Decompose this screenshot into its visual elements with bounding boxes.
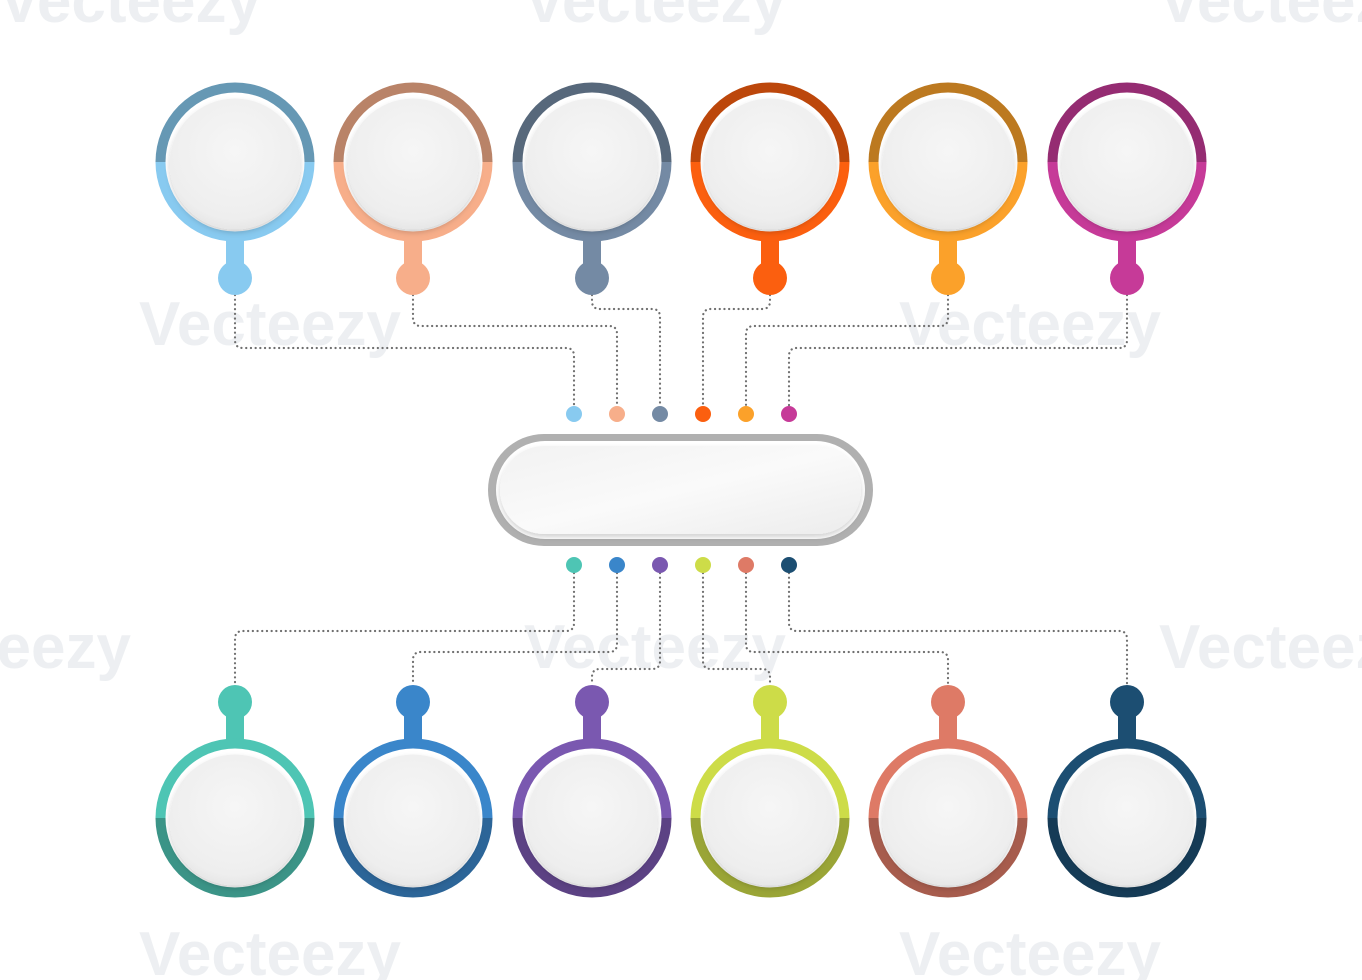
- node-knob: [575, 261, 609, 295]
- connector-dot: [781, 557, 797, 573]
- connector-dot: [652, 557, 668, 573]
- node-text-area: [1061, 754, 1193, 886]
- connector-dot: [566, 557, 582, 573]
- node-bottom-6: [1047, 685, 1207, 898]
- node-text-area: [347, 754, 479, 886]
- node-text-area: [882, 98, 1014, 230]
- node-top-1: [155, 82, 315, 295]
- connector-lines: [233, 293, 1129, 687]
- watermark-text: Vecteezy: [0, 0, 262, 36]
- node-text-area: [526, 754, 658, 886]
- node-knob: [218, 261, 252, 295]
- node-text-area: [347, 98, 479, 230]
- connector-dot: [695, 557, 711, 573]
- node-bottom-2: [333, 685, 493, 898]
- connector-line: [744, 293, 950, 408]
- node-knob: [396, 261, 430, 295]
- connector-line: [701, 571, 772, 687]
- node-knob: [575, 685, 609, 719]
- connector-line: [233, 293, 576, 408]
- node-knob: [931, 261, 965, 295]
- watermark-text: Vecteezy: [1159, 0, 1362, 36]
- connector-line: [590, 571, 662, 687]
- node-knob: [753, 685, 787, 719]
- node-top-4: [690, 82, 850, 295]
- connector-line: [411, 293, 619, 408]
- node-knob: [1110, 261, 1144, 295]
- node-bottom-3: [512, 685, 672, 898]
- node-top-6: [1047, 82, 1207, 295]
- connector-line: [787, 293, 1129, 408]
- node-top-3: [512, 82, 672, 295]
- watermark-text: Vecteezy: [0, 613, 132, 682]
- connector-dot: [609, 406, 625, 422]
- node-text-area: [169, 754, 301, 886]
- connector-dot: [738, 406, 754, 422]
- connector-line: [701, 293, 772, 408]
- watermark-text: Vecteezy: [139, 920, 402, 980]
- node-top-5: [868, 82, 1028, 295]
- center-hub: [488, 434, 873, 546]
- hub-text-area: [500, 446, 861, 534]
- node-top-2: [333, 82, 493, 295]
- connector-dot: [609, 557, 625, 573]
- node-text-area: [704, 754, 836, 886]
- node-knob: [1110, 685, 1144, 719]
- connector-line: [411, 571, 619, 687]
- node-layer: [155, 82, 1207, 898]
- connector-dot: [781, 406, 797, 422]
- node-knob: [396, 685, 430, 719]
- node-text-area: [882, 754, 1014, 886]
- connector-dot: [566, 406, 582, 422]
- node-knob: [218, 685, 252, 719]
- watermark-text: Vecteezy: [899, 920, 1162, 980]
- node-text-area: [526, 98, 658, 230]
- node-bottom-5: [868, 685, 1028, 898]
- node-knob: [931, 685, 965, 719]
- node-text-area: [169, 98, 301, 230]
- node-bottom-4: [690, 685, 850, 898]
- watermark-text: Vecteezy: [524, 0, 787, 36]
- connector-dot: [695, 406, 711, 422]
- node-knob: [753, 261, 787, 295]
- node-bottom-1: [155, 685, 315, 898]
- connector-line: [590, 293, 662, 408]
- connector-dot: [652, 406, 668, 422]
- node-text-area: [1061, 98, 1193, 230]
- watermark-text: Vecteezy: [524, 613, 787, 682]
- connector-dot: [738, 557, 754, 573]
- watermark-text: Vecteezy: [1159, 613, 1362, 682]
- node-text-area: [704, 98, 836, 230]
- connector-line: [787, 571, 1129, 687]
- connector-line: [233, 571, 576, 687]
